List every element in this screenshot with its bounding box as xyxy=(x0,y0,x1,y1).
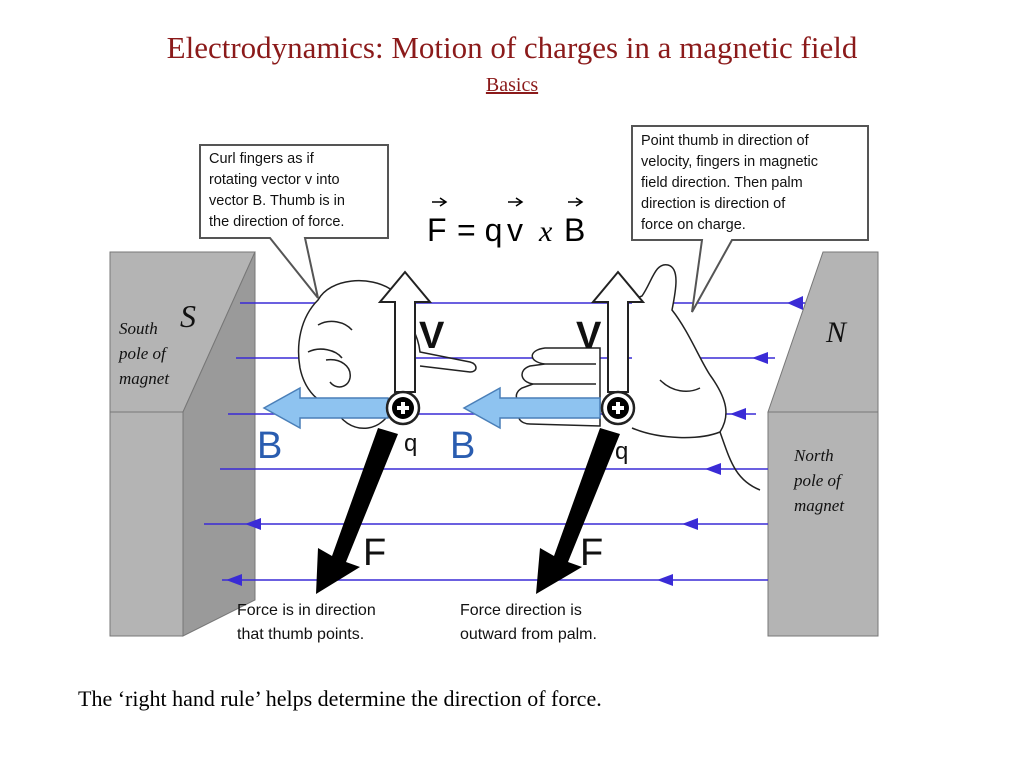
formula-b: B xyxy=(564,212,585,248)
formula-v: v xyxy=(507,212,523,248)
callout-right-line: field direction. Then palm xyxy=(641,175,803,191)
field-line-arrowhead xyxy=(657,574,673,586)
field-line-arrowhead xyxy=(730,408,746,420)
south-letter: S xyxy=(180,298,196,334)
b-field-arrow-right xyxy=(462,386,601,430)
right-v-label: V xyxy=(576,315,602,357)
slide-title: Electrodynamics: Motion of charges in a … xyxy=(166,30,858,65)
right-q-label: q xyxy=(615,438,628,465)
left-force-note-line: Force is in direction xyxy=(237,602,376,619)
force-arrow-right xyxy=(536,428,620,594)
callout-left-line: Curl fingers as if xyxy=(209,151,315,167)
field-line-arrowhead xyxy=(705,463,721,475)
south-magnet xyxy=(109,251,256,637)
callout-left: Curl fingers as if rotating vector v int… xyxy=(199,144,389,299)
field-lines xyxy=(204,296,805,586)
positive-charge-right xyxy=(600,390,636,426)
lorentz-formula: F = q v x B xyxy=(427,197,585,248)
north-label: North pole of magnet xyxy=(793,446,845,515)
north-label-line: pole of xyxy=(793,471,843,490)
north-magnet xyxy=(767,251,879,637)
callout-right: Point thumb in direction of velocity, fi… xyxy=(631,125,869,313)
callout-right-line: direction is direction of xyxy=(641,196,786,212)
north-label-line: magnet xyxy=(794,496,845,515)
south-label-line: pole of xyxy=(118,344,168,363)
south-label-line: South xyxy=(119,319,158,338)
left-b-label: B xyxy=(257,425,282,467)
left-v-label: V xyxy=(419,315,445,357)
velocity-arrow-left xyxy=(377,270,433,393)
svg-text:Point thumb in direction of: Point thumb in direction of velocity, fi… xyxy=(641,133,822,233)
field-line-arrowhead xyxy=(752,352,768,364)
formula-cross: x xyxy=(538,215,553,248)
svg-text:Curl fingers as if rotat: Curl fingers as if rotating vector v int… xyxy=(209,151,349,230)
positive-charge-left xyxy=(385,390,421,426)
slide-subtitle[interactable]: Basics xyxy=(0,74,1024,97)
formula-f: F xyxy=(427,212,447,248)
b-field-arrow-left xyxy=(262,386,389,430)
right-force-note: Force direction is outward from palm. xyxy=(460,602,597,643)
callout-left-line: rotating vector v into xyxy=(209,172,340,188)
south-label: South pole of magnet xyxy=(118,319,170,388)
right-force-note-line: Force direction is xyxy=(460,602,582,619)
callout-left-line: vector B. Thumb is in xyxy=(209,193,345,209)
right-b-label: B xyxy=(450,425,475,467)
callout-right-line: Point thumb in direction of xyxy=(641,133,810,149)
left-force-note: Force is in direction that thumb points. xyxy=(237,602,380,643)
left-f-label: F xyxy=(363,532,386,574)
field-line-arrowhead xyxy=(787,296,803,310)
callout-left-line: the direction of force. xyxy=(209,214,344,230)
callout-right-line: velocity, fingers in magnetic xyxy=(641,154,818,170)
right-force-note-line: outward from palm. xyxy=(460,626,597,643)
velocity-arrow-right xyxy=(590,270,646,393)
callout-right-line: force on charge. xyxy=(641,217,746,233)
north-label-line: North xyxy=(793,446,834,465)
slide-caption: The ‘right hand rule’ helps determine th… xyxy=(78,686,602,711)
left-q-label: q xyxy=(404,430,417,457)
south-label-line: magnet xyxy=(119,369,170,388)
basics-link[interactable]: Basics xyxy=(485,74,539,96)
north-letter: N xyxy=(825,316,848,349)
field-line-arrowhead xyxy=(682,518,698,530)
field-line-arrowhead xyxy=(245,518,261,530)
right-f-label: F xyxy=(580,532,603,574)
field-line-arrowhead xyxy=(226,574,242,586)
force-arrow-left xyxy=(316,428,398,594)
formula-eq: = q xyxy=(457,212,502,248)
left-force-note-line: that thumb points. xyxy=(237,626,364,643)
